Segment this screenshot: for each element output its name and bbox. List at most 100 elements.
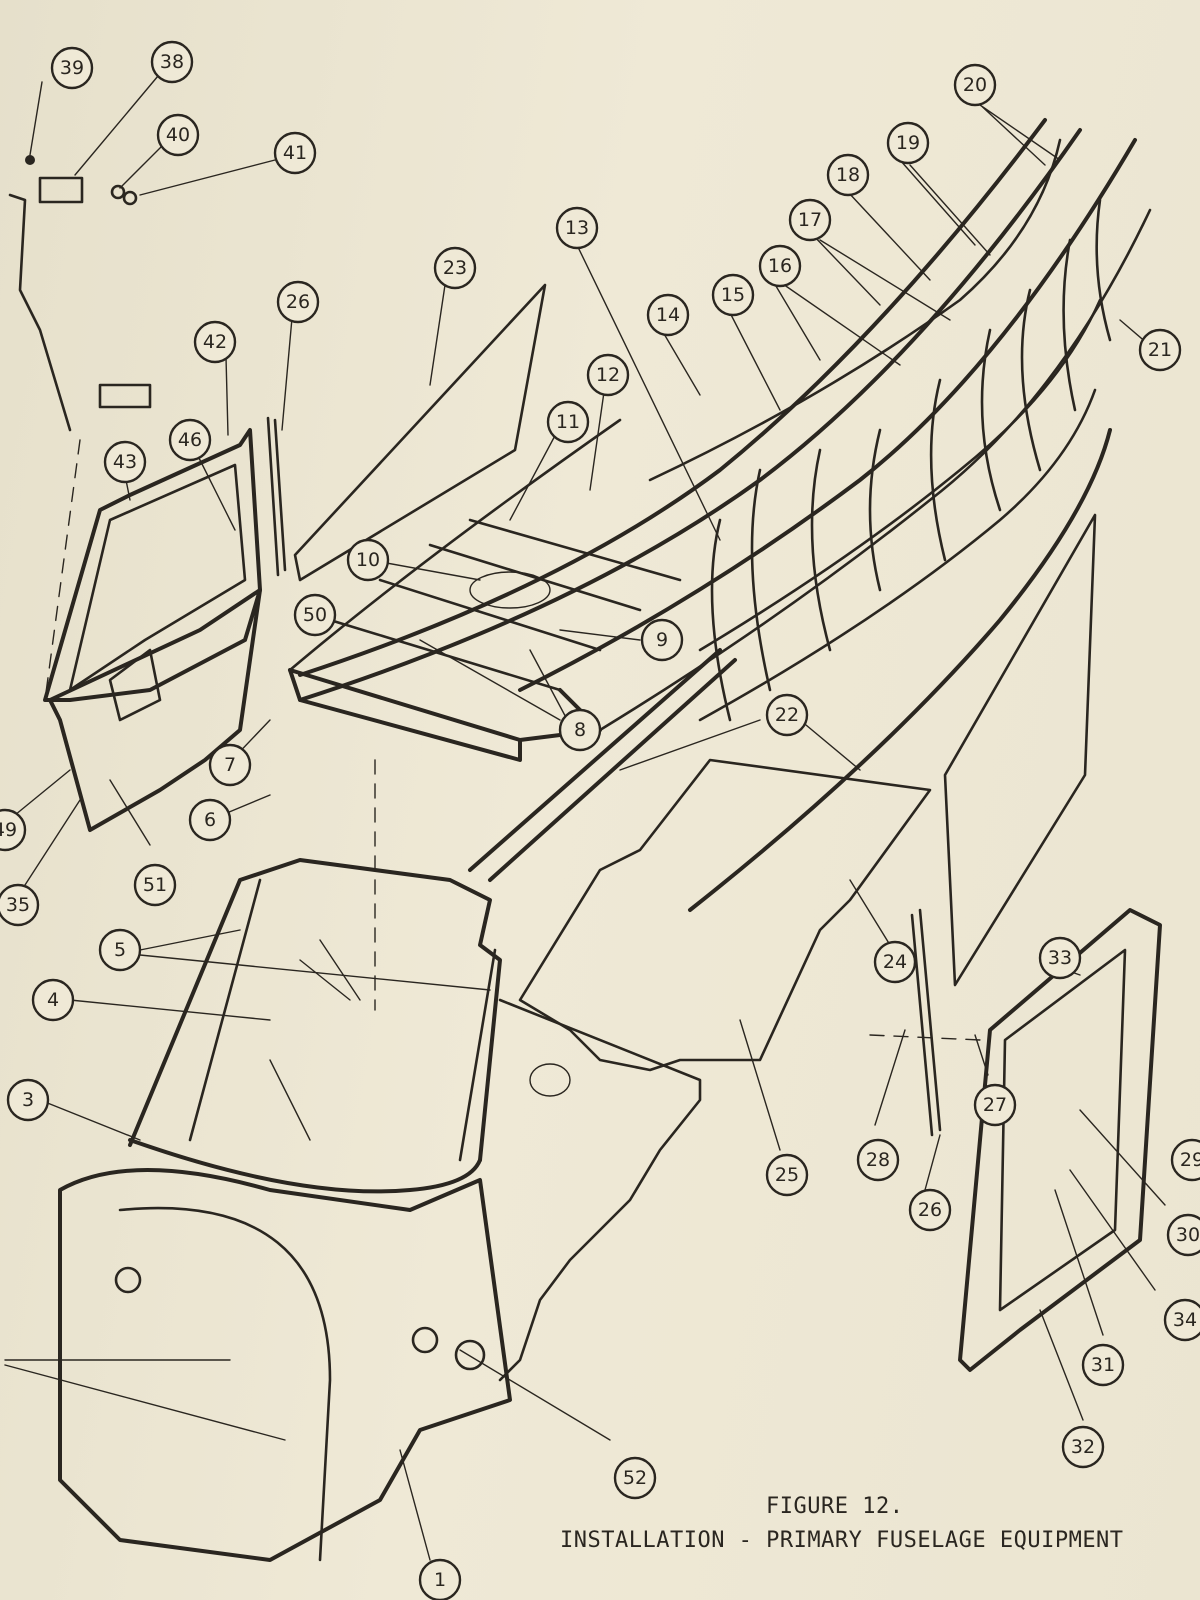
callout-label: 20 (963, 74, 987, 96)
callout-label: 39 (60, 57, 84, 79)
figure-number: FIGURE 12. (766, 1494, 904, 1519)
callout-17: 17 (788, 198, 832, 242)
callout-label: 14 (656, 304, 680, 326)
callout-label: 15 (721, 284, 745, 306)
callout-label: 13 (565, 217, 589, 239)
callout-label: 41 (283, 142, 307, 164)
callout-label: 28 (866, 1149, 890, 1171)
callout-label: 8 (574, 719, 586, 741)
callout-32: 32 (1061, 1425, 1105, 1469)
callout-35: 35 (0, 883, 40, 927)
callout-4: 4 (31, 978, 75, 1022)
callout-50: 50 (293, 593, 337, 637)
callout-14: 14 (646, 293, 690, 337)
callout-7: 7 (208, 743, 252, 787)
cabin-door-right (958, 908, 1162, 1372)
callout-label: 7 (224, 754, 236, 776)
callout-label: 25 (775, 1164, 799, 1186)
callout-40: 40 (156, 113, 200, 157)
callout-10: 10 (346, 538, 390, 582)
callout-label: 50 (303, 604, 327, 626)
callout-42: 42 (193, 320, 237, 364)
callout-label: 22 (775, 704, 799, 726)
cabin-door-left (43, 428, 262, 832)
callout-49: 49 (0, 808, 27, 852)
callout-23: 23 (433, 246, 477, 290)
callout-label: 9 (656, 629, 668, 651)
callout-label: 26 (918, 1199, 942, 1221)
callout-label: 18 (836, 164, 860, 186)
callout-label: 31 (1091, 1354, 1115, 1376)
callout-43: 43 (103, 440, 147, 484)
callout-6: 6 (188, 798, 232, 842)
callout-19: 19 (886, 121, 930, 165)
callout-label: 4 (47, 989, 59, 1011)
callout-label: 10 (356, 549, 380, 571)
callout-label: 29 (1180, 1149, 1200, 1171)
callout-label: 30 (1176, 1224, 1200, 1246)
callout-label: 42 (203, 331, 227, 353)
figure-caption: FIGURE 12. INSTALLATION - PRIMARY FUSELA… (560, 1490, 1160, 1558)
callout-20: 20 (953, 63, 997, 107)
callout-3: 3 (6, 1078, 50, 1122)
callout-label: 49 (0, 819, 17, 841)
callout-label: 26 (286, 291, 310, 313)
floor-panels (498, 758, 932, 1382)
callout-51: 51 (133, 863, 177, 907)
callout-39: 39 (50, 46, 94, 90)
callout-52: 52 (613, 1456, 657, 1500)
fuselage-frame-assembly (288, 118, 1152, 762)
callout-label: 21 (1148, 339, 1172, 361)
callout-25: 25 (765, 1153, 809, 1197)
callout-label: 17 (798, 209, 822, 231)
callout-label: 33 (1048, 947, 1072, 969)
callout-label: 3 (22, 1089, 34, 1111)
callout-label: 24 (883, 951, 907, 973)
callout-label: 51 (143, 874, 167, 896)
callout-label: 35 (6, 894, 30, 916)
callout-13: 13 (555, 206, 599, 250)
callout-41: 41 (273, 131, 317, 175)
top-left-hardware (8, 155, 152, 701)
callout-26-upper: 26 (276, 280, 320, 324)
callout-22: 22 (765, 693, 809, 737)
callout-label: 19 (896, 132, 920, 154)
callout-1: 1 (418, 1558, 462, 1600)
callout-label: 23 (443, 257, 467, 279)
callout-label: 16 (768, 255, 792, 277)
callout-label: 5 (114, 939, 126, 961)
callout-34: 34 (1163, 1298, 1200, 1342)
callout-label: 43 (113, 451, 137, 473)
side-panels (266, 283, 1097, 1137)
callout-29: 29 (1170, 1138, 1200, 1182)
callout-15: 15 (711, 273, 755, 317)
callout-12: 12 (586, 353, 630, 397)
lower-stringers (468, 428, 1112, 912)
callout-27: 27 (973, 1083, 1017, 1127)
callout-label: 11 (556, 411, 580, 433)
callout-label: 52 (623, 1467, 647, 1489)
callout-21: 21 (1138, 328, 1182, 372)
callout-5: 5 (98, 928, 142, 972)
callout-26-lower: 26 (908, 1188, 952, 1232)
callout-label: 34 (1173, 1309, 1197, 1331)
callout-label: 40 (166, 124, 190, 146)
callout-16: 16 (758, 244, 802, 288)
callout-label: 12 (596, 364, 620, 386)
callout-38: 38 (150, 40, 194, 84)
forward-cowl-windshield (58, 858, 512, 1562)
callout-label: 6 (204, 809, 216, 831)
callout-label: 27 (983, 1094, 1007, 1116)
figure-title: INSTALLATION - PRIMARY FUSELAGE EQUIPMEN… (560, 1528, 1124, 1553)
callout-31: 31 (1081, 1343, 1125, 1387)
callout-label: 38 (160, 51, 184, 73)
callout-label: 32 (1071, 1436, 1095, 1458)
leader-lines (4, 75, 1166, 1561)
callout-label: 1 (434, 1569, 446, 1591)
callout-24: 24 (873, 940, 917, 984)
callout-46: 46 (168, 418, 212, 462)
callout-33: 33 (1038, 936, 1082, 980)
callout-label: 46 (178, 429, 202, 451)
